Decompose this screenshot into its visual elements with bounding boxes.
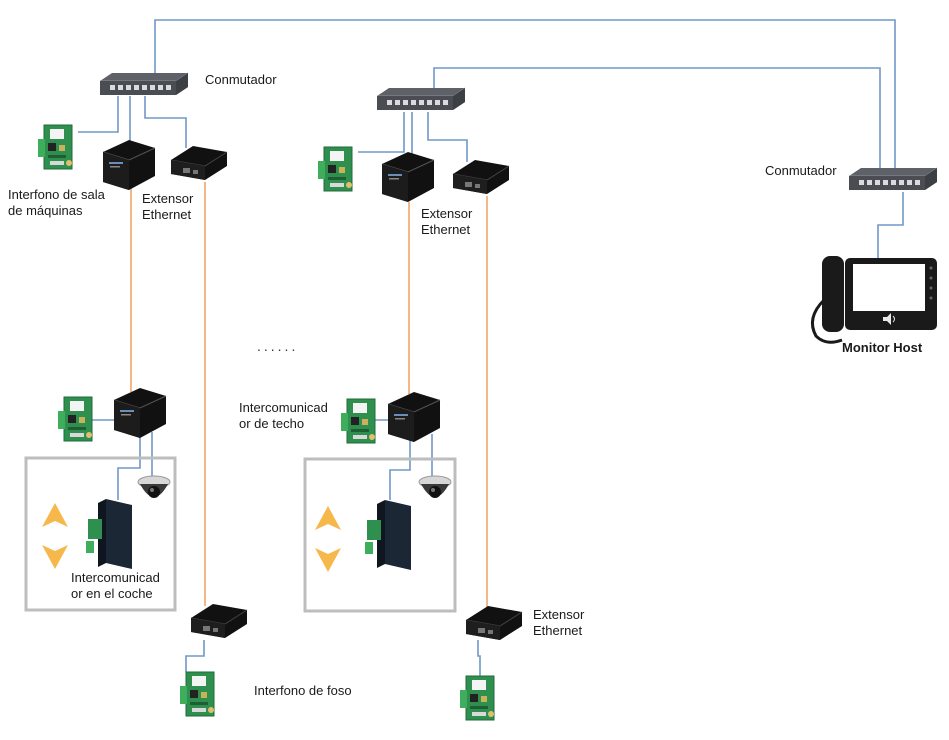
handset-icon <box>810 256 844 344</box>
pit-board-right-icon <box>459 675 495 721</box>
monitor-host-icon <box>810 256 937 344</box>
dome-camera-left-icon <box>137 475 171 499</box>
machine-room-extender-small-left-icon <box>170 145 228 181</box>
speaker-icon <box>883 313 895 325</box>
extended-cables <box>130 182 488 608</box>
extender-bottom-right-label: Extensor Ethernet <box>533 607 585 638</box>
extender-mid-label: Extensor Ethernet <box>421 206 473 237</box>
machine-room-extender-big-mid-icon <box>381 151 435 203</box>
car-top-intercom-label: Intercomunicad or de techo <box>239 400 328 431</box>
pit-board-left-icon <box>179 671 215 717</box>
switch-right-label: Conmutador <box>765 163 837 178</box>
dome-camera-right-icon <box>418 475 452 499</box>
machine-room-board-left-icon <box>37 124 73 170</box>
down-arrow-icon <box>315 548 341 572</box>
switch-left-icon <box>99 72 189 96</box>
mid-board-cable <box>358 112 405 153</box>
ellipsis-indicator: ...... <box>257 338 299 354</box>
machine-room-intercom-label: Interfono de sala de máquinas <box>8 187 105 218</box>
backbone-cable-mid <box>433 67 881 182</box>
machine-room-extender-big-left-icon <box>102 139 156 191</box>
monitor-host-label: Monitor Host <box>842 340 923 355</box>
car-top-extender-left-icon <box>113 387 167 439</box>
pit-extender-right-icon <box>465 605 523 641</box>
switch-right-icon <box>848 167 938 191</box>
switch-left-label: Conmutador <box>205 72 277 87</box>
pit-extender-left-icon <box>190 603 248 639</box>
pit-intercom-label: Interfono de foso <box>254 683 352 698</box>
speaker-panel-left-icon <box>86 499 132 569</box>
down-arrow-icon <box>42 545 68 569</box>
car-top-board-left-icon <box>57 396 93 442</box>
ethernet-cables <box>78 19 904 676</box>
car1-speaker-cable <box>117 430 141 500</box>
backbone-cable-top <box>154 19 896 182</box>
up-arrow-icon <box>315 506 341 530</box>
left-board-cable <box>78 96 119 133</box>
machine-room-board-mid-icon <box>317 146 353 192</box>
car2-speaker-cable <box>389 434 411 500</box>
mid-extender-cable-b <box>427 112 468 162</box>
extender-left-label: Extensor Ethernet <box>142 191 194 222</box>
car-box-left <box>24 456 177 612</box>
switch-mid-icon <box>376 87 466 111</box>
up-arrow-icon <box>42 503 68 527</box>
car-intercom-label: Intercomunicad or en el coche <box>71 570 160 601</box>
machine-room-extender-small-mid-icon <box>452 159 510 195</box>
left-extender-cable-b <box>144 96 187 148</box>
car-top-board-mid-icon <box>340 398 376 444</box>
speaker-panel-right-icon <box>365 500 411 570</box>
pit1-cable <box>185 640 205 672</box>
pit2-cable <box>477 640 481 676</box>
monitor-cable <box>877 192 904 258</box>
car-box-right <box>303 457 457 613</box>
